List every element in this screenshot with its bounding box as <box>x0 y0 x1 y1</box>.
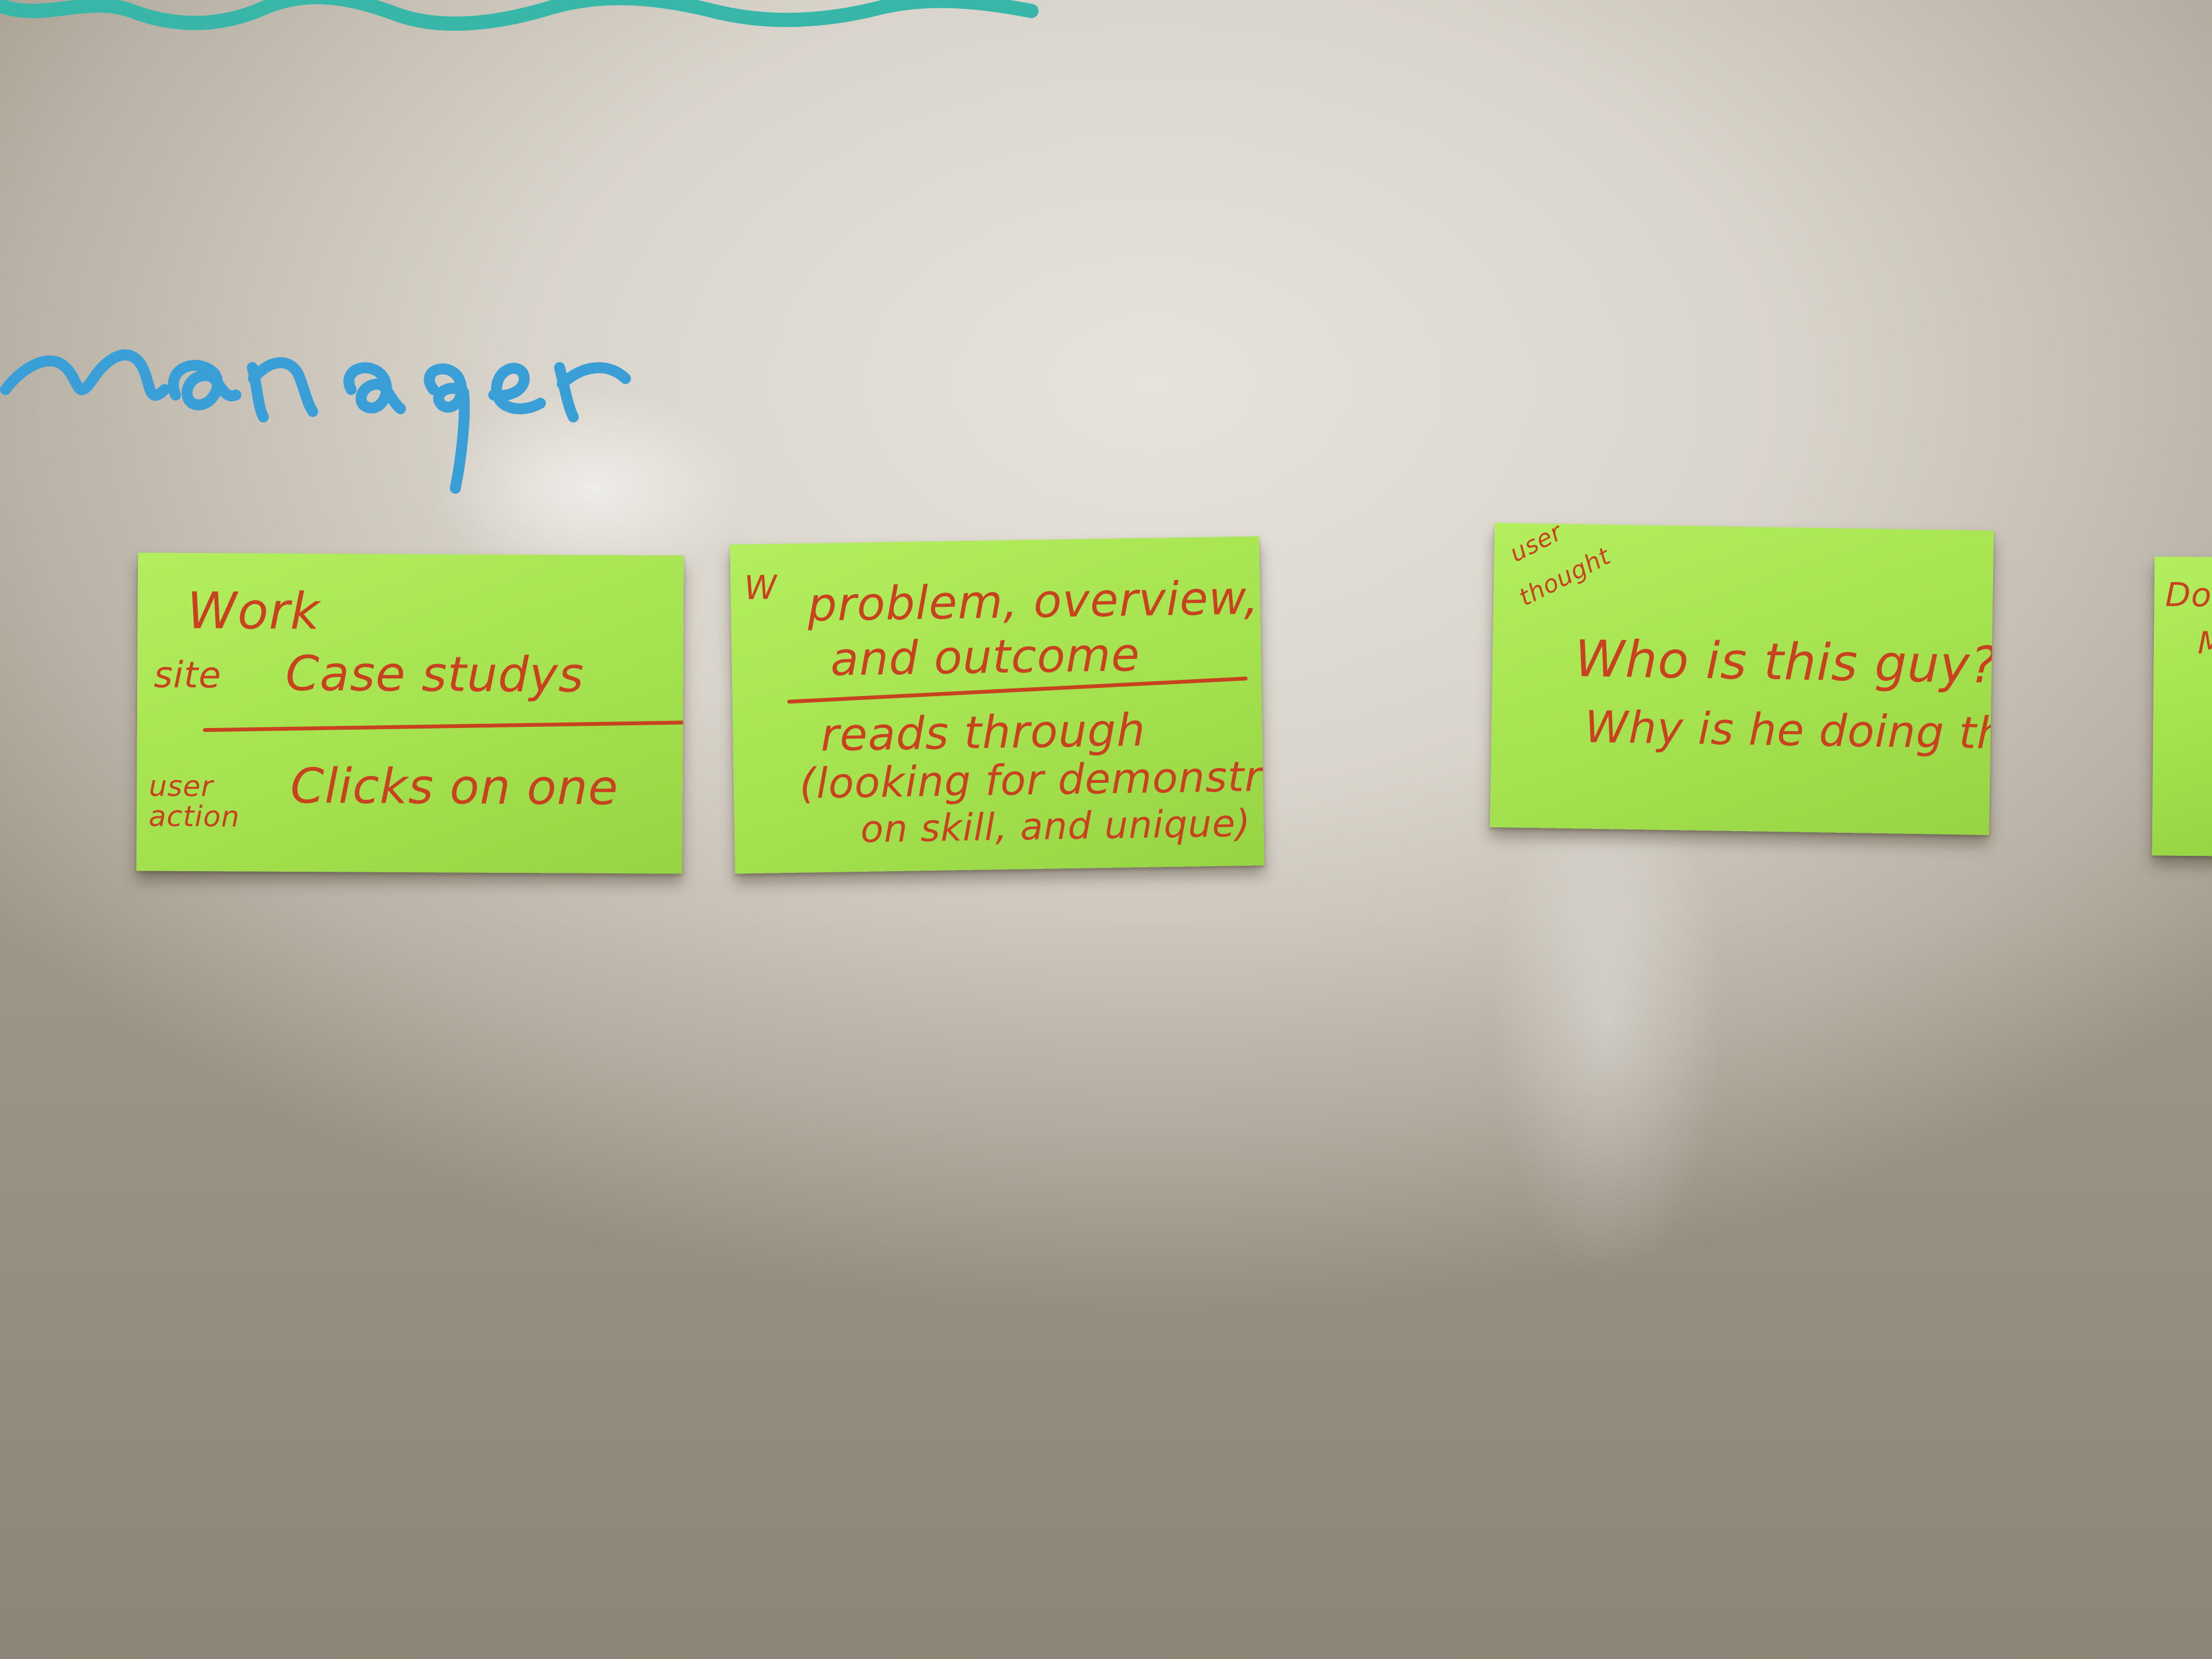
note-heading-line2: and outcome <box>830 627 1141 686</box>
note-body-line2: Why is he doing this? <box>1584 701 1994 760</box>
teal-marker-stroke <box>0 0 1039 31</box>
note-partial-line1: Do <box>2165 575 2212 615</box>
note-label-line2: thought <box>1514 541 1616 612</box>
note-body-line1: reads through <box>820 704 1146 762</box>
note-row-label: site <box>154 653 222 697</box>
handwritten-manager-word <box>0 349 631 494</box>
sticky-note-problem-overview: W problem, overview, and outcome reads t… <box>730 536 1265 874</box>
note-label-line1: user <box>149 770 213 804</box>
note-label-line2: action <box>148 800 240 834</box>
note-body: Clicks on one <box>290 757 619 816</box>
sticky-note-user-thought: user thought Who is this guy? Why is he … <box>1489 522 1994 836</box>
note-partial-line2: M <box>2197 625 2212 662</box>
note-heading: Case studys <box>285 645 584 703</box>
sticky-note-work-case-studies: Work site Case studys user action Clicks… <box>136 552 684 874</box>
note-divider <box>787 676 1248 704</box>
note-label-line1: user <box>1505 522 1567 568</box>
note-body-line2: (looking for demonstratio <box>799 751 1265 808</box>
note-body-line3: on skill, and unique) <box>860 802 1251 851</box>
sticky-note-partial: Do M <box>2152 556 2212 856</box>
note-title: Work <box>187 581 320 641</box>
note-divider <box>202 720 684 732</box>
note-heading-line1: problem, overview, <box>807 571 1260 632</box>
note-body-line1: Who is this guy? <box>1574 629 1994 695</box>
note-marker: W <box>744 568 778 608</box>
